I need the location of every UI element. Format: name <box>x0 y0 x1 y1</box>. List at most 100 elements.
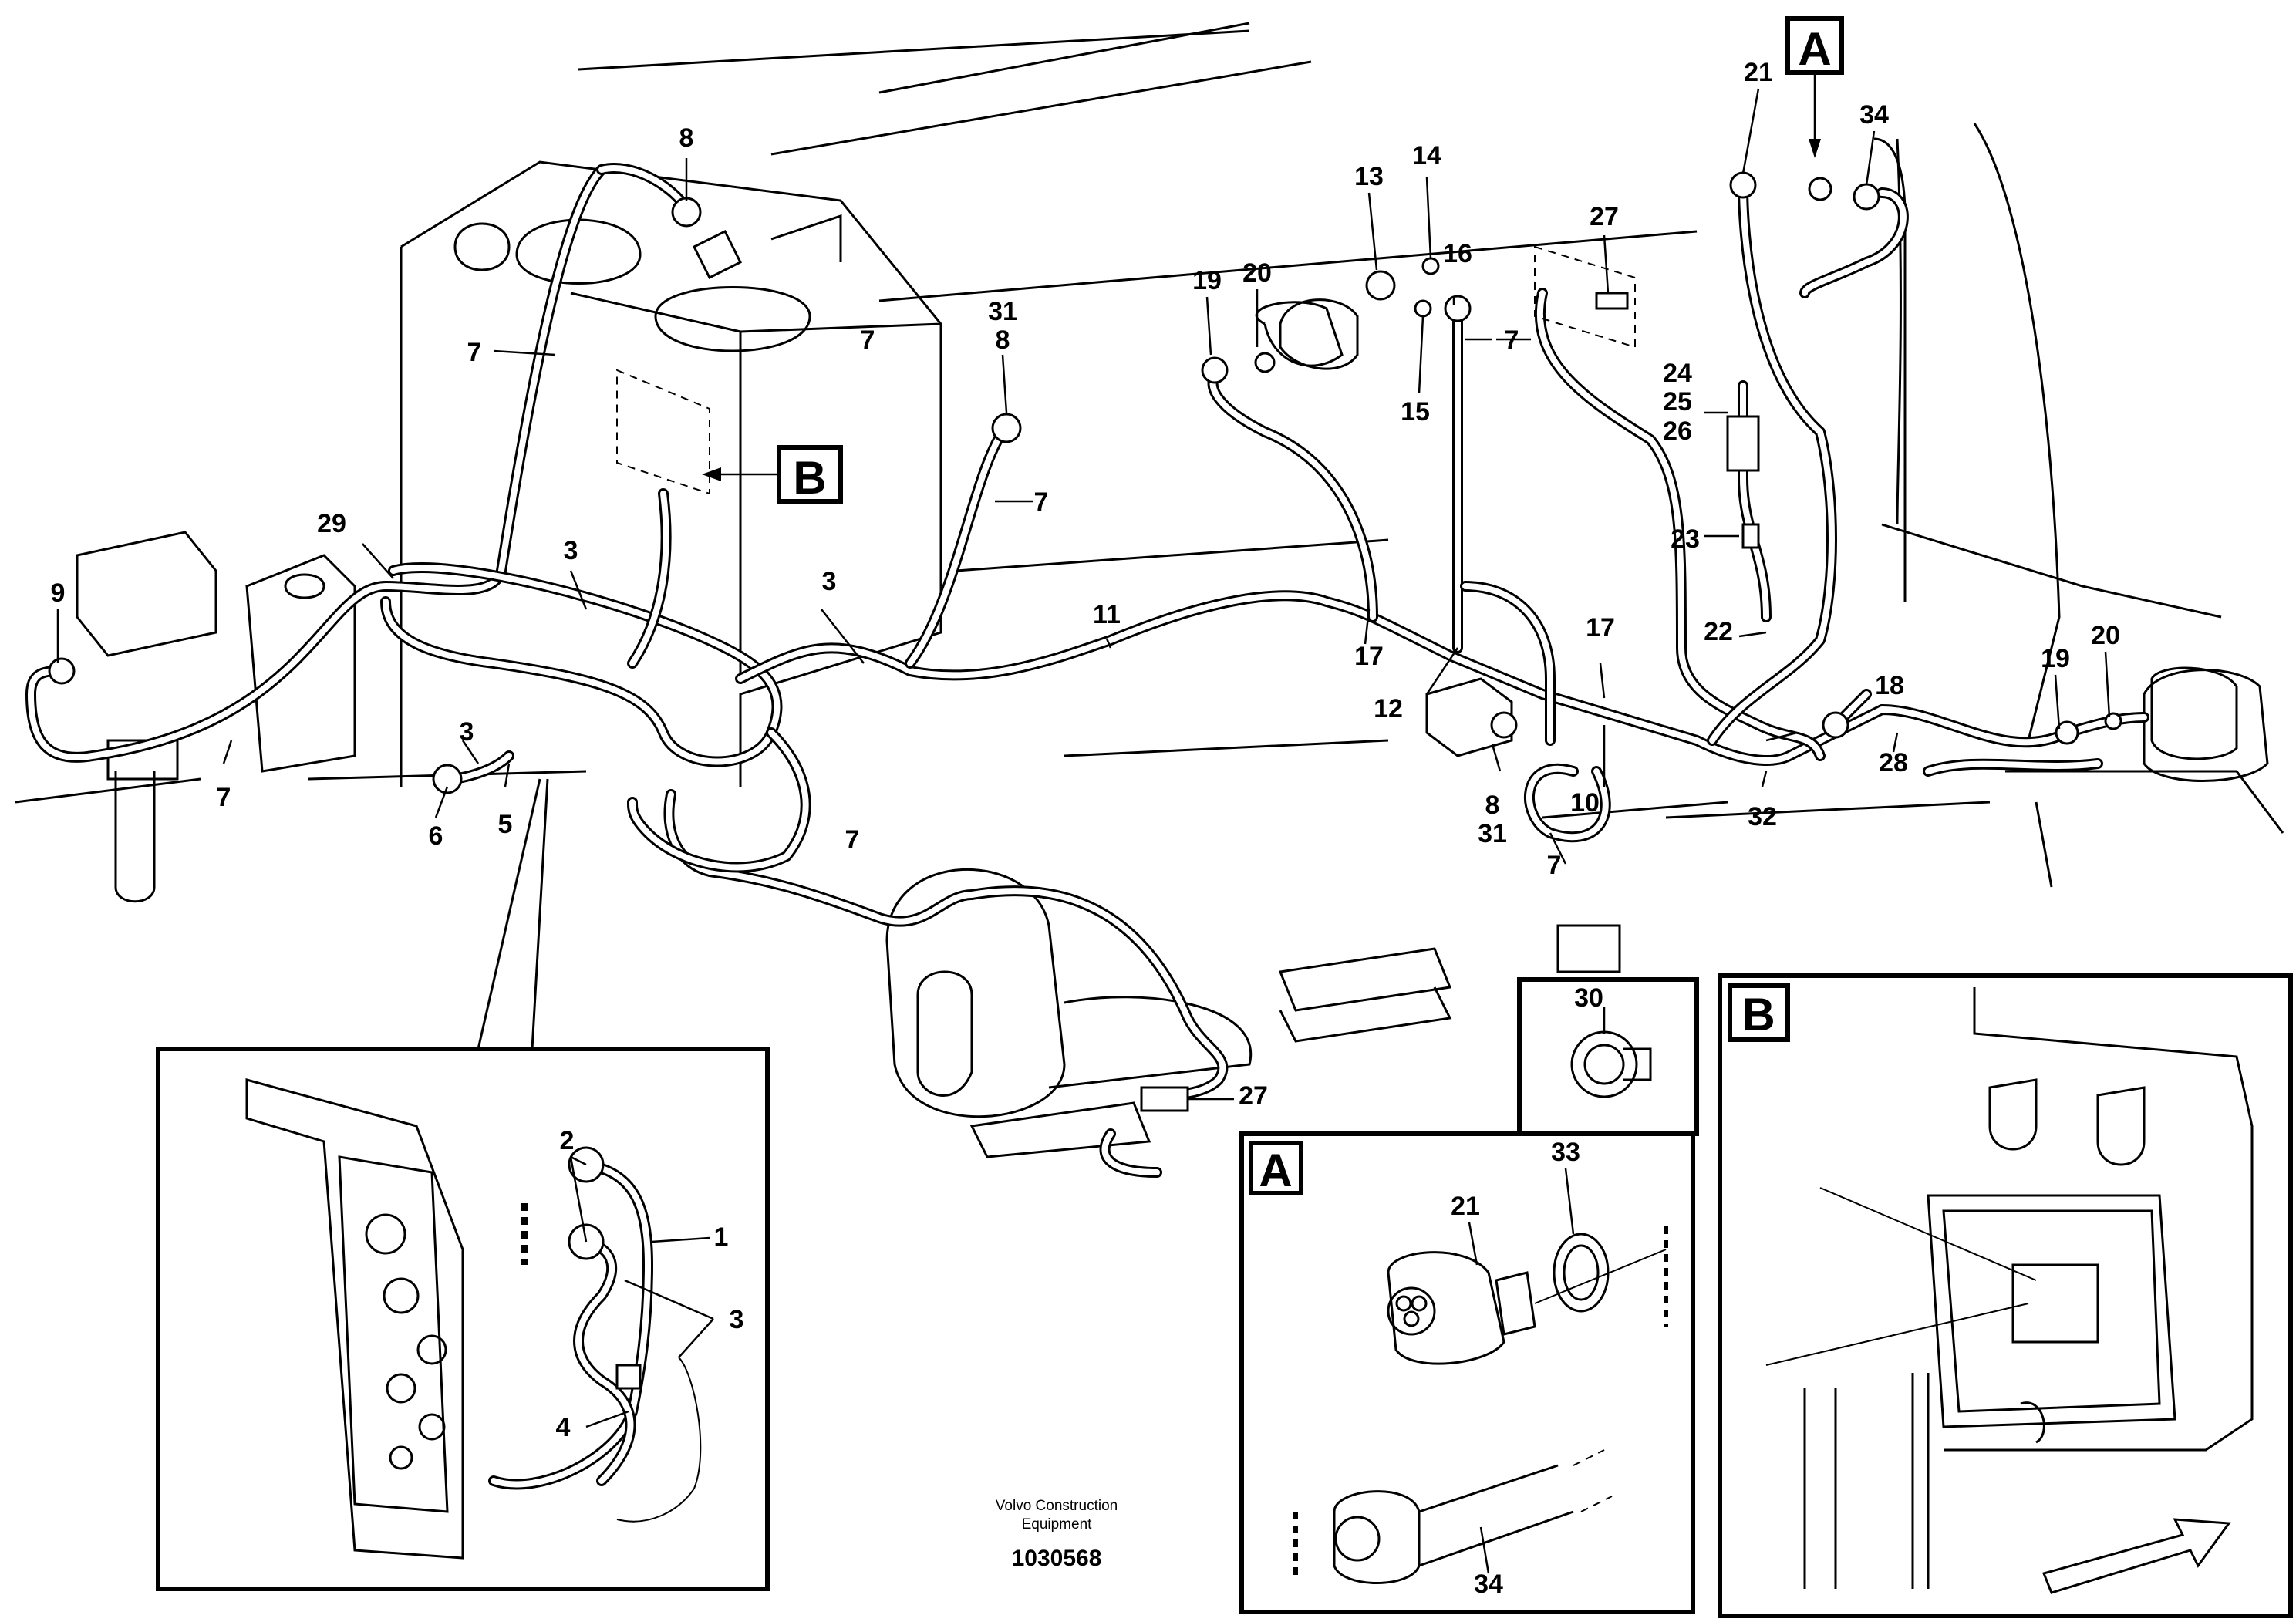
callout-3-inset: 3 <box>730 1305 744 1334</box>
callout-34-top: 34 <box>1859 100 1889 130</box>
callout-13: 13 <box>1354 162 1384 191</box>
connector-26 <box>1726 415 1760 472</box>
hydraulic-tank <box>400 160 942 787</box>
callout-7-right: 7 <box>1505 325 1519 355</box>
callout-25: 25 <box>1663 387 1692 416</box>
lamp-20 <box>1279 298 1359 370</box>
connector-6 <box>432 764 463 794</box>
callout-21: 21 <box>1744 58 1773 87</box>
inset-a-label: A <box>1259 1145 1292 1196</box>
callout-28: 28 <box>1879 748 1908 777</box>
inset-b-label: B <box>1741 989 1775 1040</box>
connector-23 <box>1741 523 1760 549</box>
figure-number: 1030568 <box>1012 1546 1102 1571</box>
connector-14 <box>1421 257 1440 275</box>
callout-27-bottom: 27 <box>1239 1081 1268 1111</box>
right-housing <box>1255 123 2269 782</box>
connector-seal <box>1808 177 1832 201</box>
detail-b-marker <box>616 369 710 495</box>
connector-18 <box>1822 711 1849 739</box>
machine-frame-outline <box>15 22 2284 888</box>
callout-7-axle: 7 <box>845 825 860 855</box>
callout-32: 32 <box>1748 802 1777 831</box>
detail-marker-a-label: A <box>1798 23 1831 75</box>
callout-8-bottom: 8 <box>1485 791 1500 820</box>
leader-lines <box>56 88 2111 1574</box>
callout-17-right: 17 <box>1586 613 1615 642</box>
connector-8 <box>671 197 702 228</box>
connector-16 <box>1444 295 1472 322</box>
inset-b-panel: B <box>1718 973 2293 1618</box>
connector-13 <box>1365 270 1396 301</box>
cable-harness <box>25 163 2149 1178</box>
callout-8: 8 <box>679 123 694 153</box>
callout-22: 22 <box>1704 617 1733 646</box>
connector-27 <box>1595 292 1629 310</box>
callout-7-tank: 7 <box>467 338 482 367</box>
callout-19-right: 19 <box>2041 644 2070 673</box>
callout-23: 23 <box>1671 524 1700 554</box>
connector-19 <box>1201 356 1229 384</box>
brand-line-1: Volvo Construction <box>996 1498 1118 1514</box>
callout-8-top: 8 <box>996 325 1010 355</box>
detail-27-marker <box>1534 245 1636 349</box>
callout-19: 19 <box>1192 266 1222 295</box>
callout-29: 29 <box>317 509 346 538</box>
connector-21 <box>1729 171 1757 199</box>
connector-20b <box>2104 712 2122 730</box>
connector-8b <box>1490 711 1518 739</box>
callout-20: 20 <box>1242 258 1272 288</box>
callout-18: 18 <box>1875 671 1904 700</box>
detail-marker-b: B <box>702 445 843 504</box>
callout-33: 33 <box>1551 1138 1580 1167</box>
connector-plugs <box>48 171 2238 1112</box>
inset-a-panel: A <box>1239 1131 1695 1614</box>
inset-left-panel <box>156 1047 770 1591</box>
callout-6: 6 <box>429 821 443 851</box>
callout-14: 14 <box>1412 141 1441 170</box>
junction-box <box>1425 677 1621 973</box>
callout-21-inset: 21 <box>1451 1192 1480 1221</box>
callout-3-low: 3 <box>460 717 474 747</box>
footer-credit: Volvo Construction Equipment 1030568 <box>996 1498 1118 1571</box>
callout-16: 16 <box>1443 239 1472 268</box>
wheel-hub <box>885 868 1452 1158</box>
callout-5: 5 <box>498 810 513 839</box>
connector-27b <box>1140 1086 1189 1112</box>
callout-34-inset: 34 <box>1474 1570 1503 1599</box>
callout-7-g: 7 <box>861 325 875 355</box>
callout-15: 15 <box>1401 397 1430 427</box>
callout-31-bottom: 31 <box>1478 819 1507 848</box>
callout-10: 10 <box>1570 788 1600 818</box>
callout-7-bottom-right: 7 <box>1547 851 1562 880</box>
callout-3-top: 3 <box>564 536 578 565</box>
callout-4: 4 <box>556 1413 571 1442</box>
lamp-20b <box>2150 666 2238 760</box>
callout-12: 12 <box>1374 694 1403 723</box>
brand-line-2: Equipment <box>1022 1516 1093 1533</box>
inset-leader <box>477 778 549 1050</box>
callout-9: 9 <box>51 578 66 608</box>
callout-7-left: 7 <box>217 783 231 812</box>
detail-marker-a: A <box>1785 16 1844 158</box>
callout-7-mid: 7 <box>1034 487 1049 517</box>
callout-26: 26 <box>1663 416 1692 446</box>
callout-11: 11 <box>1093 600 1121 629</box>
connector-9 <box>48 657 76 685</box>
callout-30: 30 <box>1574 983 1603 1013</box>
connector-20 <box>1254 352 1276 373</box>
connector-34 <box>1853 183 1880 211</box>
callout-1: 1 <box>714 1222 729 1252</box>
connector-19b <box>2055 720 2079 745</box>
callout-2: 2 <box>560 1126 575 1155</box>
callout-labels: 8 9 29 3 3 7 31 8 7 11 19 20 13 14 16 15… <box>51 58 2120 1599</box>
callout-27-top: 27 <box>1590 202 1619 231</box>
detail-marker-b-label: B <box>793 452 826 504</box>
connector-15 <box>1414 299 1432 318</box>
inset-30-panel <box>1517 977 1699 1136</box>
callout-31-top: 31 <box>988 297 1017 326</box>
callout-24: 24 <box>1663 359 1692 388</box>
connector-31 <box>991 413 1022 443</box>
callout-20-right: 20 <box>2091 621 2120 650</box>
